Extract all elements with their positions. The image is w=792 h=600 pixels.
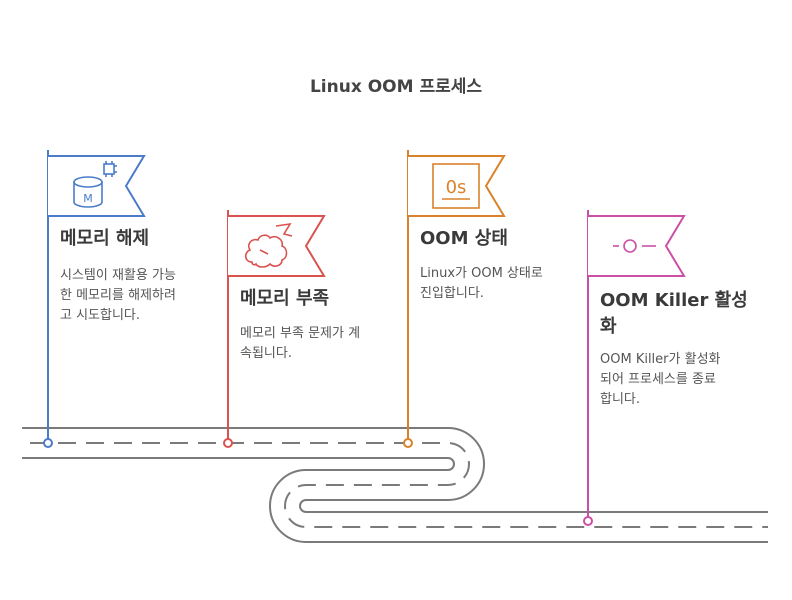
step-2-description: 메모리 부족 문제가 계 속됩니다.: [240, 326, 361, 361]
step-4-flag: [583, 210, 686, 526]
road-edge-outer: [22, 427, 768, 513]
toggle-icon: [613, 239, 656, 253]
os-icon: 0s: [432, 163, 480, 209]
brain-overload-icon: [244, 222, 293, 268]
step-3-description: Linux가 OOM 상태로 진입합니다.: [420, 266, 543, 301]
svg-text:0s: 0s: [446, 177, 467, 198]
step-4-heading: OOM Killer 활성 화: [600, 290, 748, 337]
step-1-heading: 메모리 해제: [60, 228, 150, 249]
road-centerline: [30, 442, 768, 528]
step-1-flag: M: [43, 150, 146, 448]
step-2-heading: 메모리 부족: [240, 288, 330, 309]
diagram-title: Linux OOM 프로세스: [309, 77, 483, 97]
step-2-flag: [223, 210, 326, 448]
svg-text:M: M: [83, 192, 93, 205]
road-edge-inner: [22, 457, 768, 543]
step-3-heading: OOM 상태: [420, 228, 508, 249]
step-3-flag: 0s: [403, 150, 506, 448]
step-4-description: OOM Killer가 활성화 되어 프로세스를 종료 합니다.: [600, 352, 721, 407]
memory-chip-icon: M: [73, 161, 117, 208]
step-1-description: 시스템이 재활용 가능 한 메모리를 해제하려 고 시도합니다.: [60, 268, 176, 323]
